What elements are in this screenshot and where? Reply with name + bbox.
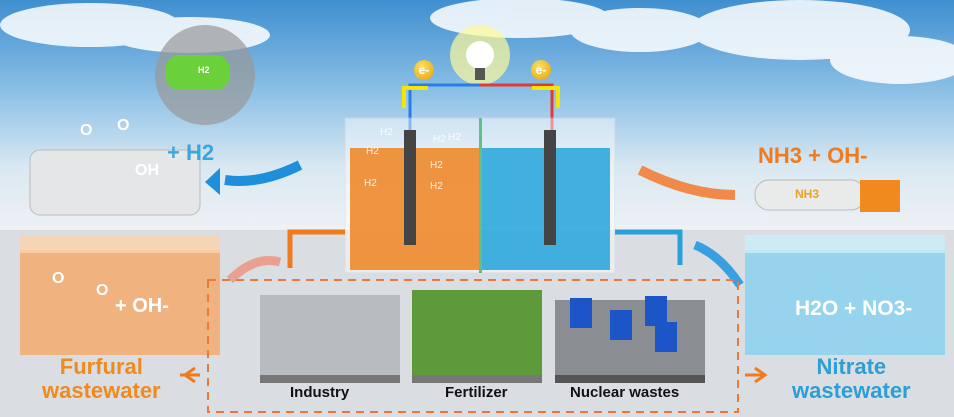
- furfural-ring-o: O: [52, 270, 65, 287]
- title-line: Nitrate: [816, 354, 887, 379]
- title-line: wastewater: [42, 378, 161, 403]
- source-industry-label: Industry: [290, 384, 350, 401]
- acid-ring-o: O: [80, 122, 93, 139]
- electron-icon-left: e-: [414, 60, 434, 80]
- source-nuclear-label: Nuclear wastes: [570, 384, 680, 401]
- acid-oh: OH: [135, 162, 159, 179]
- title-line: Furfural: [59, 354, 143, 379]
- furfural-aldehyde-o: O: [96, 282, 109, 299]
- plus-h2-label: + H2: [167, 140, 215, 165]
- h2-bubble: H2: [380, 127, 393, 138]
- electron-icon-right: e-: [531, 60, 551, 80]
- h2-bubble: H2: [433, 134, 446, 145]
- h2-bubble: H2: [364, 178, 377, 189]
- h2-bubble: H2: [448, 132, 461, 143]
- source-fertilizer-label: Fertilizer: [445, 384, 508, 401]
- title-line: wastewater: [792, 378, 911, 403]
- car-h2-label: H2: [198, 65, 210, 75]
- h2-bubble: H2: [430, 160, 443, 171]
- h2o-no3-feed: H2O + NO3-: [795, 297, 913, 320]
- h2-bubble: H2: [366, 146, 379, 157]
- acid-carbonyl-o: O: [117, 117, 130, 134]
- nh3-oh-product: NH3 + OH-: [758, 143, 868, 168]
- plus-oh-label: + OH-: [115, 295, 169, 317]
- h2-bubble: H2: [430, 181, 443, 192]
- truck-nh3-label: NH3: [795, 187, 820, 201]
